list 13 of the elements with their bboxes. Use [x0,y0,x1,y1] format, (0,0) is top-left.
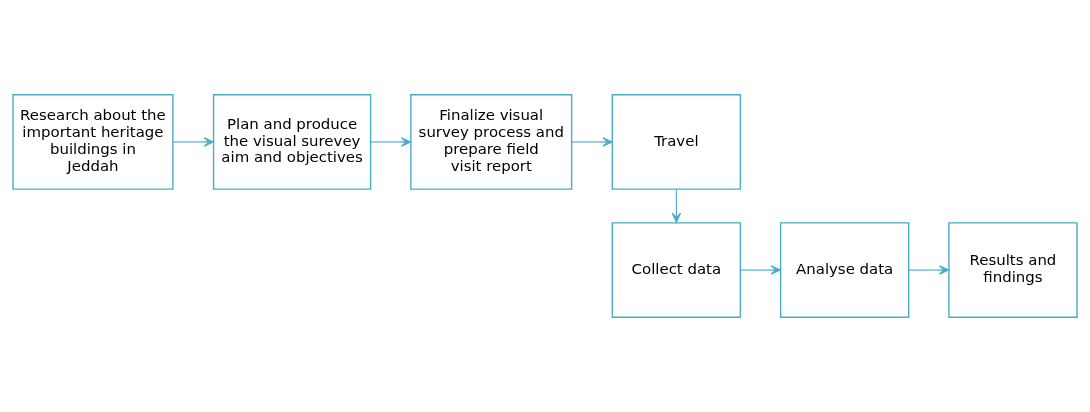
arrow [671,188,682,223]
node-box: Analyse data [779,222,910,318]
arrow [370,137,412,147]
node-box: Travel [611,94,742,190]
node-box: Plan and produce the visual surevey aim and objectives [212,94,372,190]
arrow [571,137,613,147]
arrow [739,265,781,275]
arrow [908,265,950,275]
node-box: Results and findings [948,222,1078,318]
node-box: Research about the important heritage buildings in Jeddah [12,94,174,190]
node-box: Finalize visual survey process and prepare field visit report [410,94,573,190]
arrow [172,137,215,147]
node-box: Collect data [611,222,742,318]
